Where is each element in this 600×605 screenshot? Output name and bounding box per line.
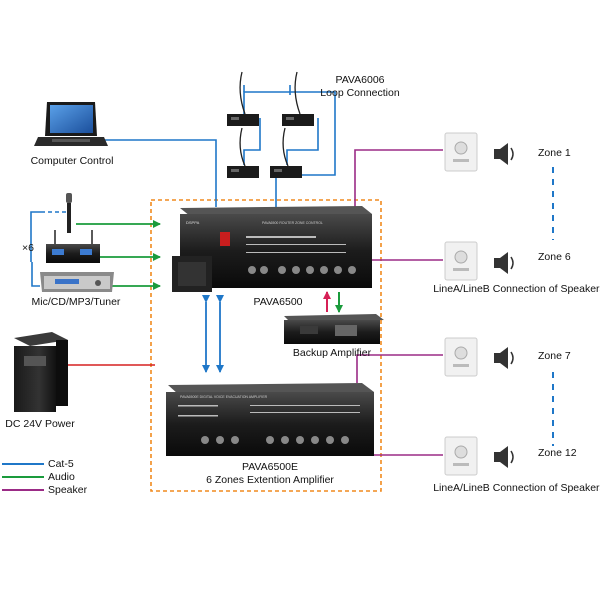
speaker-icons: [494, 143, 514, 468]
pava6500-label: PAVA6500: [253, 296, 303, 308]
zone12-label: Zone 12: [538, 447, 577, 459]
laptop-icon: [34, 102, 108, 146]
legend-swatch: [2, 463, 44, 465]
dc-power-unit: [14, 332, 68, 412]
paging-mic-icons: [227, 71, 314, 178]
x6-label: ×6: [22, 242, 34, 254]
pava6500-brand: DSPPA: [186, 220, 200, 225]
zone7-label: Zone 7: [538, 350, 571, 362]
speaker-plates: [444, 132, 478, 476]
dc-power-label: DC 24V Power: [5, 418, 75, 430]
microphone-icon: [66, 193, 72, 233]
legend-item: Speaker: [0, 484, 120, 496]
legend-swatch: [2, 476, 44, 478]
pava6006-subtitle: Loop Connection: [320, 87, 400, 99]
backup-amplifier-unit: [284, 314, 384, 344]
legend-item: Audio: [0, 471, 120, 483]
speaker-icon: [494, 252, 514, 274]
pava6500-panel-text: PAVA6500 ROUTER ZONE CONTROL: [262, 221, 323, 225]
legend-label: Audio: [48, 471, 75, 483]
speaker-icon: [494, 446, 514, 468]
pava6500e-label: PAVA6500E: [241, 461, 299, 473]
cd-player-icon: [40, 272, 114, 292]
pava6500e-sublabel: 6 Zones Extention Amplifier: [206, 474, 334, 486]
pava6500-unit: [172, 206, 372, 292]
pava6500e-panel-text: PAVA6500E DIGITAL VOICE EVACUATION AMPLI…: [180, 395, 268, 399]
mic-cd-label: Mic/CD/MP3/Tuner: [31, 296, 121, 308]
speaker-plate-zone6: [444, 241, 478, 281]
backup-amplifier-label: Backup Amplifier: [292, 347, 372, 359]
speaker-plate-zone7: [444, 337, 478, 377]
speaker-plate-zone1: [444, 132, 478, 172]
pava6500e-unit: [166, 383, 374, 456]
speaker-icon: [494, 143, 514, 165]
zone6-label: Zone 6: [538, 251, 571, 263]
speaker-plate-zone12: [444, 436, 478, 476]
zone1-label: Zone 1: [538, 147, 571, 159]
legend-label: Speaker: [48, 484, 88, 496]
speaker-connections: [354, 149, 443, 456]
speaker-icon: [494, 347, 514, 369]
computer-control-label: Computer Control: [30, 155, 114, 167]
audio-connections: [76, 220, 161, 290]
pava6006-title: PAVA6006: [335, 74, 385, 86]
linea-lineb-label-top: LineA/LineB Connection of Speakers: [433, 283, 600, 295]
legend-label: Cat-5: [48, 458, 74, 470]
cat5-connections: [30, 85, 336, 287]
legend-item: Cat-5: [0, 458, 120, 470]
linea-lineb-label-bottom: LineA/LineB Connection of Speakers: [433, 482, 600, 494]
system-enclosure: [150, 199, 382, 492]
legend-swatch: [2, 489, 44, 491]
wireless-receiver-icon: [46, 230, 100, 263]
